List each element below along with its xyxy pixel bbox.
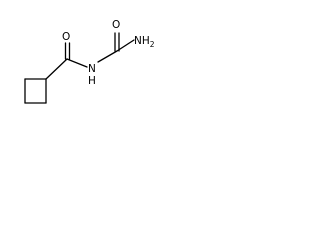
amine-nh-text: NH (134, 35, 150, 47)
right-carbonyl-double-bond (114, 32, 120, 52)
bond-carbonyl-to-nh (66, 58, 88, 68)
cyclobutane-ring (24, 78, 47, 104)
atom-label-nitrogen: N (88, 63, 96, 75)
atom-label-amine: NH2 (134, 35, 155, 49)
bond-nh-to-urea-carbon (97, 50, 118, 63)
atom-label-oxygen-left: O (62, 31, 70, 43)
atom-label-oxygen-right: O (112, 19, 120, 31)
amine-subscript-2: 2 (150, 40, 155, 49)
bond-urea-carbon-to-nh2 (116, 39, 135, 52)
bond-ring-to-carbonyl (45, 58, 68, 80)
atom-label-nitrogen-hydrogen: H (88, 75, 96, 87)
left-carbonyl-double-bond (64, 42, 71, 60)
chemical-structure-diagram: O N H O NH2 (24, 19, 155, 104)
